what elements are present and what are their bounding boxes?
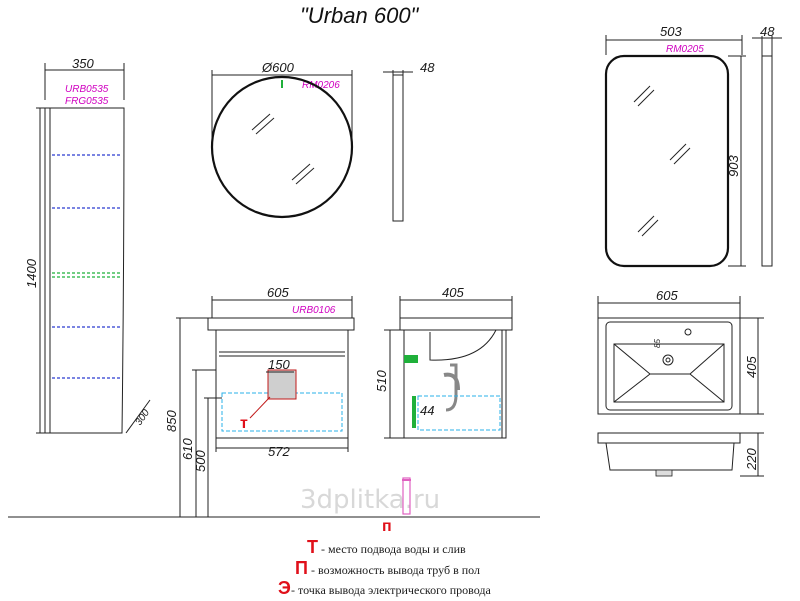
basin-hole-offset-label: 85	[653, 339, 662, 348]
column-width-label: 350	[72, 56, 94, 71]
opening-size-label: 150	[268, 357, 290, 372]
basin-height-label: 220	[744, 448, 759, 471]
rect-mirror-width-label: 503	[660, 24, 682, 39]
vanity-height-850: 850	[164, 410, 179, 432]
legend-text-t: - место подвода воды и слив	[321, 542, 466, 556]
basin-depth-label: 405	[744, 356, 759, 378]
floor-pipe-marker: п	[382, 518, 392, 535]
basin-width-label: 605	[656, 288, 678, 303]
watermark-text: 3dplitka.ru	[300, 485, 440, 515]
vanity-height-500: 500	[193, 450, 208, 472]
column-depth-label: 300	[133, 407, 152, 427]
column-cabinet: 350 URB0535 FRG0535 1400 300	[24, 56, 152, 434]
legend-symbol-t: Т	[307, 537, 318, 557]
vanity-front: 605 URB0106 150 т 572 850 610 500	[164, 285, 355, 517]
round-mirror-diameter-label: Ø600	[261, 60, 295, 75]
round-mirror-depth-label: 48	[420, 60, 435, 75]
vanity-code: URB0106	[292, 305, 336, 316]
vanity-height-610: 610	[180, 438, 195, 460]
legend-symbol-e: Э	[278, 578, 291, 598]
rect-mirror: 503 RM0205 903 48	[604, 24, 782, 268]
legend: Т - место подвода воды и слив П - возмож…	[278, 537, 492, 598]
round-mirror: Ø600 RM0206 48	[210, 60, 435, 222]
column-code-2: FRG0535	[65, 96, 109, 107]
vanity-side: 405 44 510	[374, 285, 513, 439]
drawing-title: "Urban 600"	[300, 3, 420, 28]
vanity-inner-width-label: 572	[268, 444, 290, 459]
vanity-width-label: 605	[267, 285, 289, 300]
basin-top-view: 605 85 405	[597, 288, 764, 415]
legend-symbol-p: П	[295, 558, 308, 578]
floor-pipe	[402, 477, 411, 515]
basin-front-view: 220	[597, 432, 764, 477]
rect-mirror-code: RM0205	[666, 44, 704, 55]
rect-mirror-depth-label: 48	[760, 24, 775, 39]
column-height-label: 1400	[24, 258, 39, 288]
legend-text-p: - возможность вывода труб в пол	[311, 563, 480, 577]
legend-text-e: - точка вывода электрического провода	[291, 583, 492, 597]
vanity-inset-label: 44	[420, 403, 434, 418]
rect-mirror-height-label: 903	[726, 155, 741, 177]
round-mirror-code: RM0206	[302, 80, 340, 91]
vanity-side-height-label: 510	[374, 370, 389, 392]
column-code-1: URB0535	[65, 84, 109, 95]
water-point-marker: т	[240, 415, 248, 432]
vanity-depth-label: 405	[442, 285, 464, 300]
